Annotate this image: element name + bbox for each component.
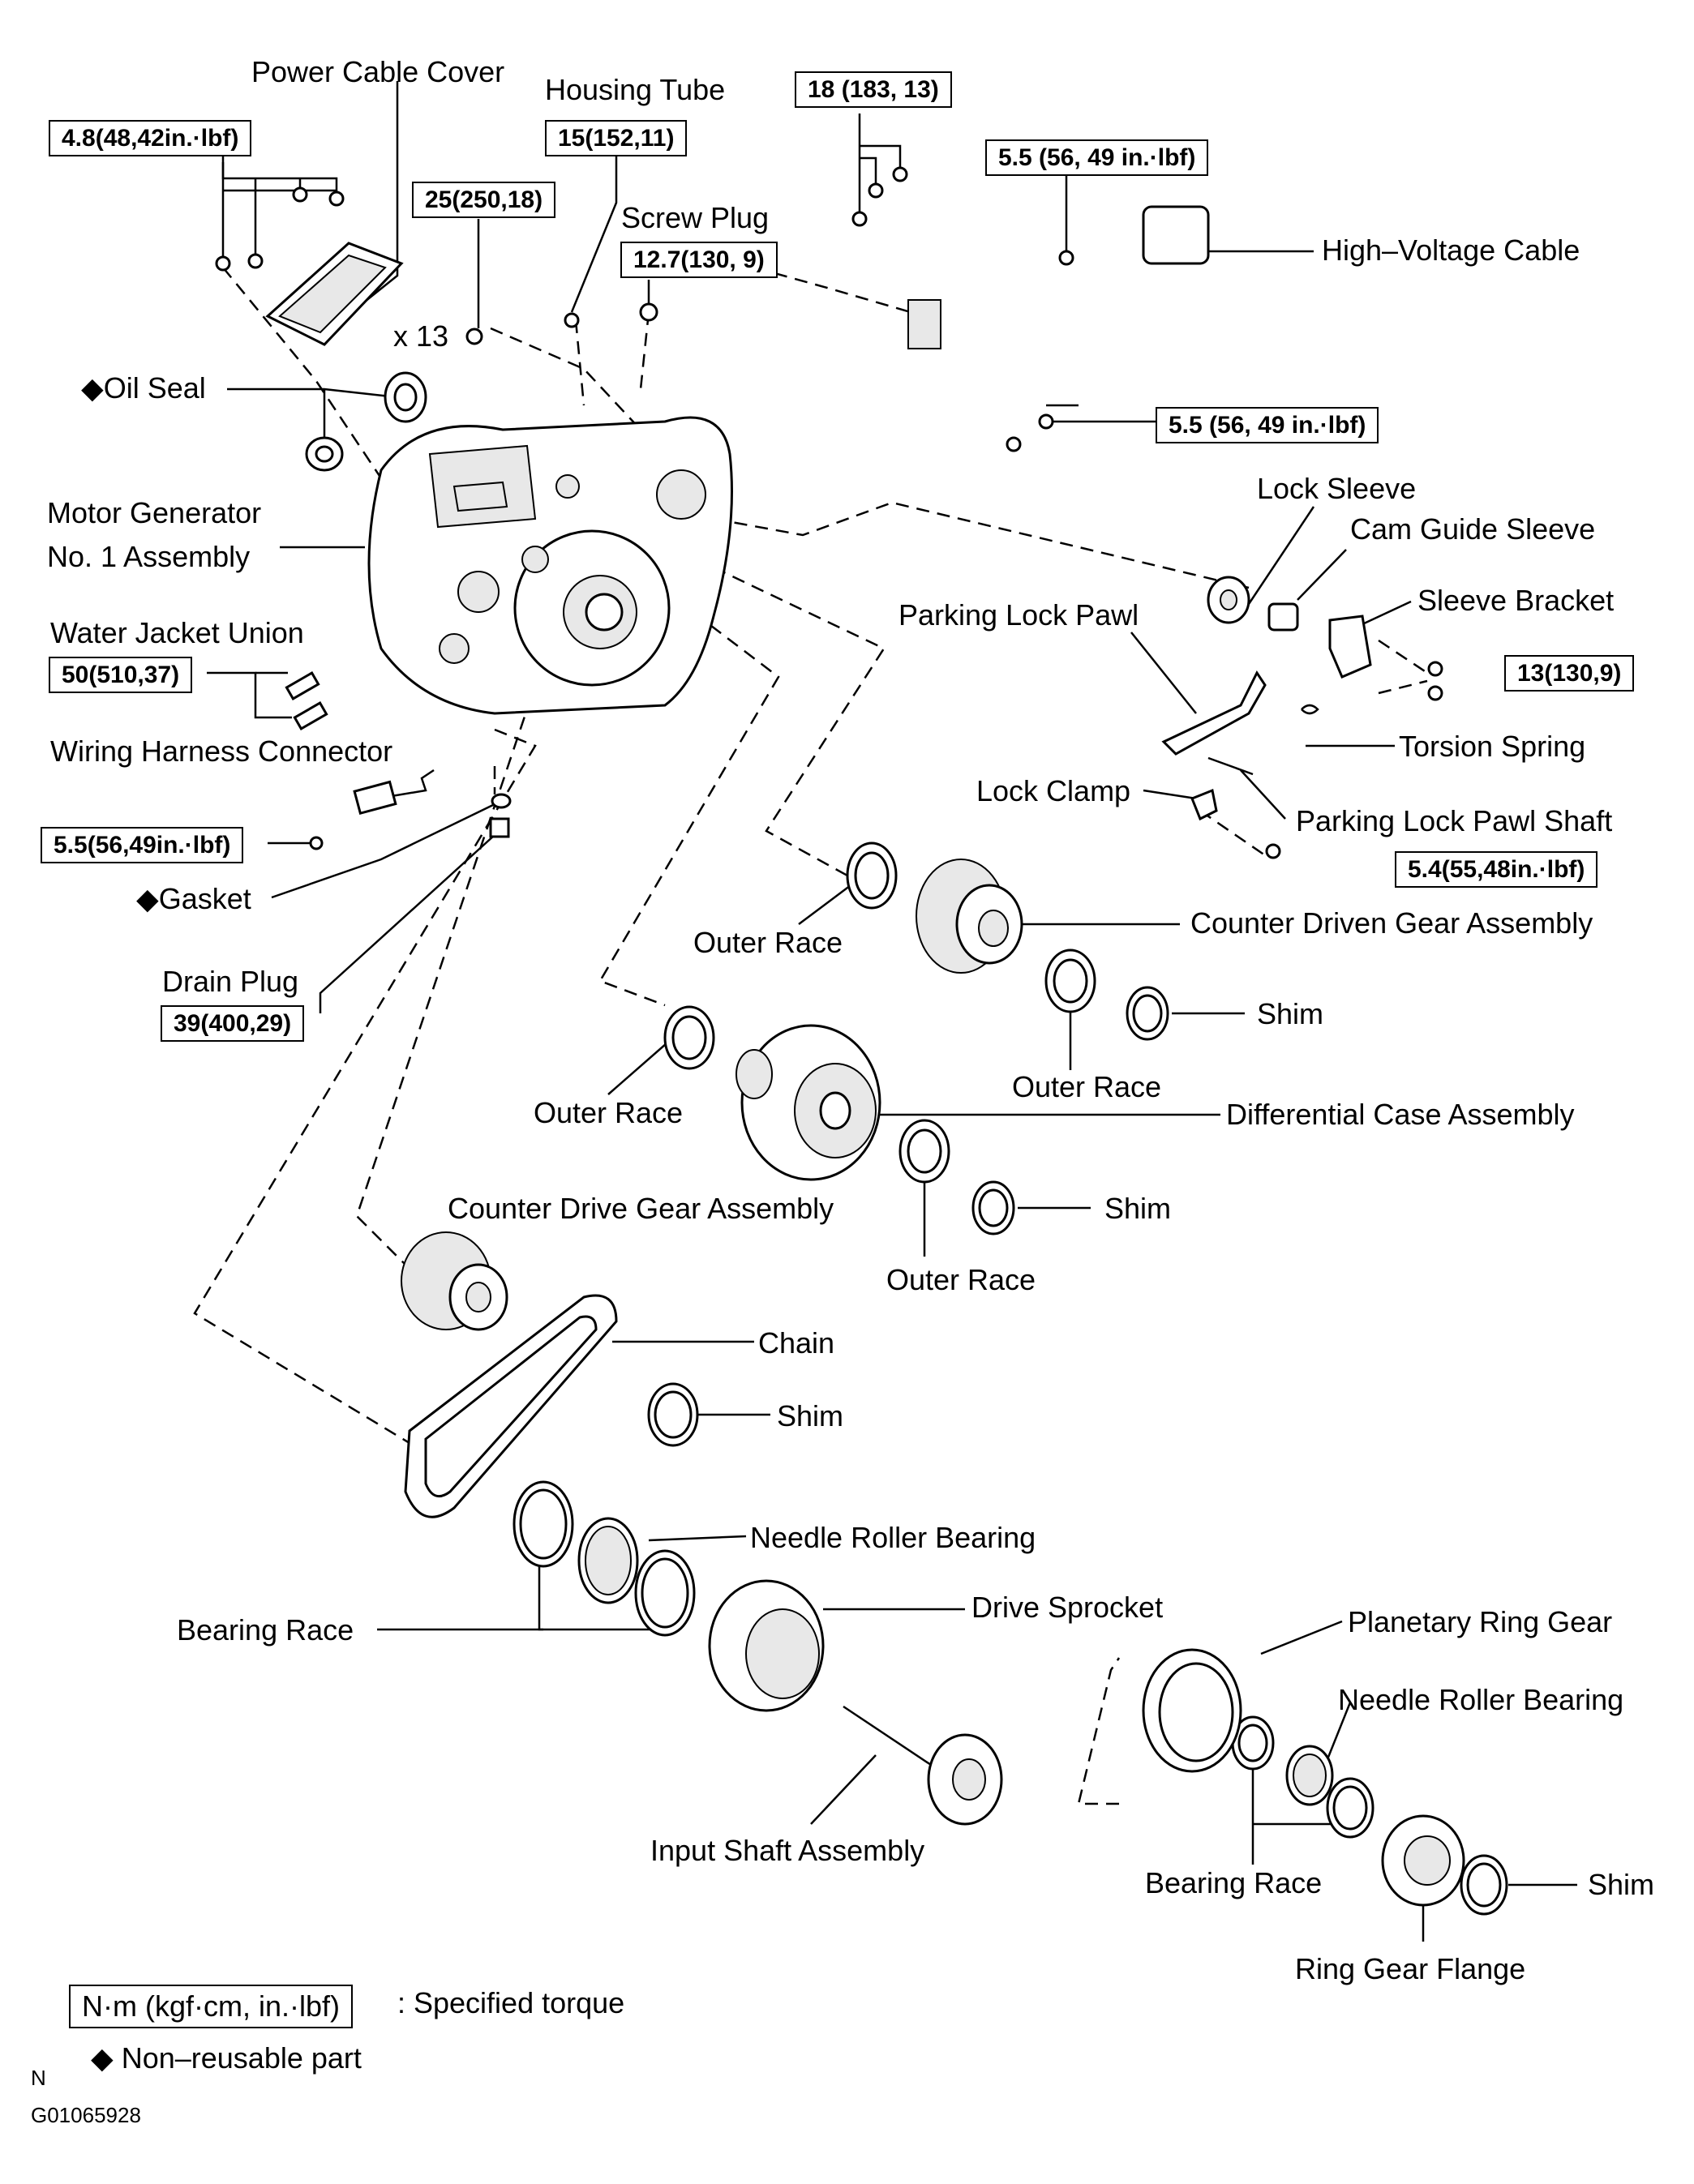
label-parking-lock-pawl-shaft: Parking Lock Pawl Shaft	[1296, 804, 1613, 837]
label-oil-seal: ◆Oil Seal	[81, 371, 206, 405]
label-bearing-race-2: Bearing Race	[1145, 1866, 1323, 1899]
footer-letter: N	[31, 2066, 46, 2090]
label-input-shaft-assembly: Input Shaft Assembly	[650, 1834, 925, 1867]
legend-torque-box: N·m (kgf·cm, in.·lbf)	[69, 1985, 353, 2028]
label-lock-clamp: Lock Clamp	[976, 774, 1131, 807]
torque-sleeve-bracket: 13(130,9)	[1504, 655, 1635, 692]
label-water-jacket-union: Water Jacket Union	[50, 616, 304, 649]
label-outer-race-1: Outer Race	[693, 926, 843, 959]
torque-drain-plug: 39(400,29)	[161, 1005, 305, 1042]
torque-cable-top: 18 (183, 13)	[795, 71, 952, 108]
label-parking-lock-pawl: Parking Lock Pawl	[898, 598, 1139, 632]
chain	[404, 1294, 618, 1518]
legend-non-reusable: ◆ Non–reusable part	[91, 2041, 362, 2075]
label-differential-case-assembly: Differential Case Assembly	[1226, 1098, 1575, 1131]
torque-housing-tube: 15(152,11)	[545, 120, 688, 156]
torque-bolt-x13: 25(250,18)	[412, 182, 556, 218]
legend-non-reusable-text: Non–reusable part	[121, 2041, 362, 2075]
torque-wiring-harness-bolt: 5.5(56,49in.·lbf)	[41, 827, 244, 863]
bolts	[215, 166, 1443, 859]
label-lock-sleeve: Lock Sleeve	[1257, 472, 1417, 505]
oil-seals	[305, 371, 427, 472]
non-reusable-marker: ◆	[91, 2041, 114, 2075]
alignment-lines	[193, 266, 1428, 1805]
small-parts	[285, 671, 512, 838]
label-torsion-spring: Torsion Spring	[1399, 730, 1586, 763]
label-ring-gear-flange: Ring Gear Flange	[1295, 1952, 1526, 1985]
parking-lock-parts	[1161, 576, 1372, 821]
label-outer-race-2: Outer Race	[1012, 1070, 1162, 1103]
label-shim-4: Shim	[1588, 1868, 1655, 1901]
torque-screw-plug: 12.7(130, 9)	[620, 242, 778, 278]
label-counter-driven-gear-assembly: Counter Driven Gear Assembly	[1190, 906, 1593, 940]
label-drain-plug: Drain Plug	[162, 965, 299, 998]
label-motor-generator-1: Motor Generator	[47, 496, 262, 529]
races-and-shims	[512, 841, 1508, 1916]
label-outer-race-3: Outer Race	[534, 1096, 684, 1129]
leader-lines	[207, 81, 1577, 1942]
label-shim-1: Shim	[1257, 997, 1324, 1030]
torque-cable-clamp-upper: 5.5 (56, 49 in.·lbf)	[985, 139, 1209, 176]
label-power-cable-cover: Power Cable Cover	[251, 55, 505, 88]
label-needle-roller-bearing-2: Needle Roller Bearing	[1338, 1683, 1624, 1716]
label-counter-drive-gear-assembly: Counter Drive Gear Assembly	[448, 1192, 834, 1225]
label-outer-race-4: Outer Race	[886, 1263, 1036, 1296]
label-chain: Chain	[758, 1326, 835, 1360]
power-cable-cover	[265, 242, 404, 346]
label-wiring-harness-connector: Wiring Harness Connector	[50, 734, 393, 768]
non-reusable-marker: ◆	[81, 371, 104, 405]
label-drive-sprocket: Drive Sprocket	[971, 1591, 1164, 1624]
figure-code: G01065928	[31, 2103, 141, 2127]
high-voltage-cable	[907, 205, 1210, 353]
label-housing-tube: Housing Tube	[545, 73, 726, 106]
label-sleeve-bracket: Sleeve Bracket	[1417, 584, 1615, 617]
torque-lock-clamp: 5.4(55,48in.·lbf)	[1395, 851, 1598, 888]
label-needle-roller-bearing-1: Needle Roller Bearing	[750, 1521, 1036, 1554]
label-motor-generator-2: No. 1 Assembly	[47, 540, 251, 573]
torque-water-jacket-union: 50(510,37)	[49, 657, 193, 693]
label-planetary-ring-gear: Planetary Ring Gear	[1348, 1605, 1613, 1638]
label-shim-2: Shim	[1104, 1192, 1172, 1225]
gasket-text: Gasket	[158, 882, 251, 915]
non-reusable-marker: ◆	[136, 882, 159, 915]
label-screw-plug: Screw Plug	[621, 201, 770, 234]
label-high-voltage-cable: High–Voltage Cable	[1322, 233, 1580, 267]
transaxle-housing	[367, 416, 733, 715]
gears	[401, 859, 1465, 1907]
torque-power-cable-cover: 4.8(48,42in.·lbf)	[49, 120, 252, 156]
label-bearing-race-1: Bearing Race	[177, 1613, 354, 1647]
legend-torque-desc: : Specified torque	[397, 1986, 625, 2019]
label-cam-guide-sleeve: Cam Guide Sleeve	[1350, 512, 1596, 546]
label-shim-3: Shim	[777, 1399, 844, 1432]
oil-seal-text: Oil Seal	[103, 371, 206, 405]
label-x13: x 13	[393, 319, 449, 353]
label-gasket: ◆Gasket	[136, 882, 251, 915]
torque-cable-clamp-lower: 5.5 (56, 49 in.·lbf)	[1156, 407, 1379, 443]
